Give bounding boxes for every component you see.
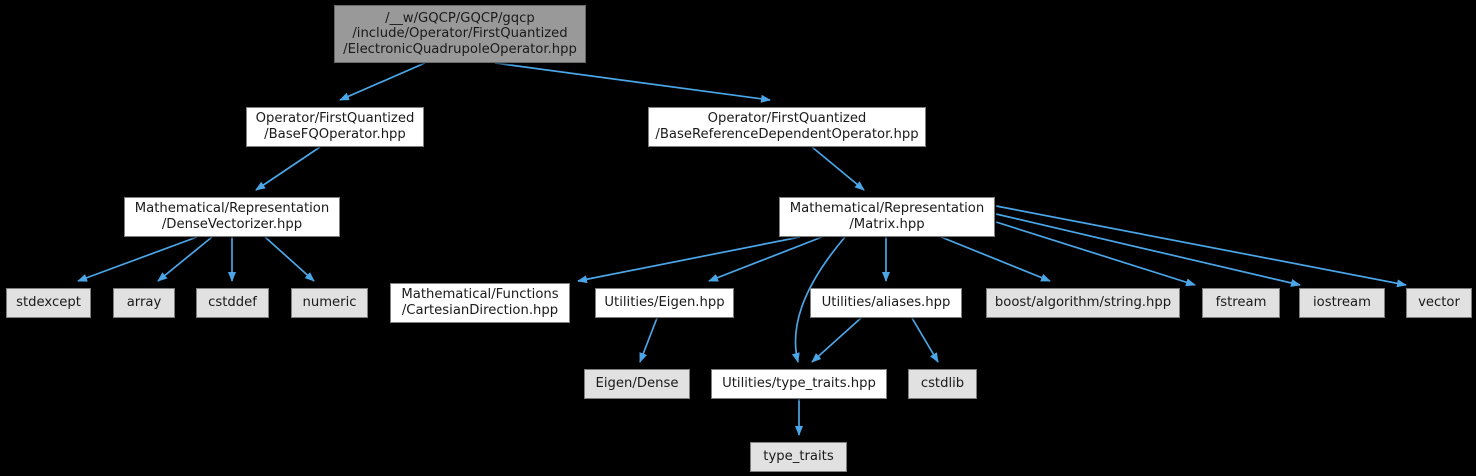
- graph-edge: [911, 317, 939, 363]
- node-stdexcept[interactable]: stdexcept: [6, 288, 91, 318]
- node-matrix[interactable]: Mathematical/Representation /Matrix.hpp: [779, 197, 995, 237]
- node-label: Utilities/Eigen.hpp: [604, 295, 725, 311]
- node-basefqoperator[interactable]: Operator/FirstQuantized /BaseFQOperator.…: [246, 107, 424, 147]
- node-label: array: [126, 295, 162, 311]
- graph-edge: [157, 236, 213, 282]
- node-cstdlib[interactable]: cstdlib: [908, 369, 977, 399]
- node-label: cstdlib: [920, 376, 965, 392]
- node-label: cstddef: [208, 295, 257, 311]
- node-label: Mathematical/Representation /DenseVector…: [134, 201, 330, 232]
- node-label: fstream: [1215, 295, 1267, 311]
- node-label: boost/algorithm/string.hpp: [994, 295, 1172, 311]
- graph-edge: [77, 236, 198, 282]
- node-label: Operator/FirstQuantized /BaseFQOperator.…: [255, 111, 415, 142]
- node-basereferencedependentoperator[interactable]: Operator/FirstQuantized /BaseReferenceDe…: [648, 107, 926, 147]
- node-label: /__w/GQCP/GQCP/gqcp /include/Operator/Fi…: [343, 10, 577, 57]
- node-label: Utilities/type_traits.hpp: [722, 376, 876, 392]
- node-label: Eigen/Dense: [595, 376, 679, 392]
- node-label: type_traits: [763, 449, 834, 465]
- graph-edge: [577, 236, 801, 284]
- graph-edge: [995, 221, 1196, 287]
- node-label: numeric: [302, 295, 357, 311]
- graph-edge: [940, 236, 1051, 282]
- graph-edge: [811, 146, 865, 191]
- node-utilities-eigen[interactable]: Utilities/Eigen.hpp: [595, 288, 734, 318]
- node-label: Utilities/aliases.hpp: [821, 295, 951, 311]
- graph-edge: [264, 236, 315, 282]
- node-type-traits[interactable]: type_traits: [750, 442, 847, 472]
- graph-edge: [708, 236, 823, 282]
- graph-edge: [811, 317, 862, 363]
- node-utilities-aliases[interactable]: Utilities/aliases.hpp: [810, 288, 962, 318]
- node-label: Mathematical/Representation /Matrix.hpp: [789, 201, 985, 232]
- node-cstddef[interactable]: cstddef: [196, 288, 269, 318]
- node-cartesiandirection[interactable]: Mathematical/Functions /CartesianDirecti…: [390, 283, 570, 323]
- node-label: Operator/FirstQuantized /BaseReferenceDe…: [655, 111, 919, 142]
- node-label: iostream: [1313, 295, 1371, 311]
- node-utilities-type-traits[interactable]: Utilities/type_traits.hpp: [711, 369, 887, 399]
- graph-edge: [339, 62, 426, 101]
- node-label: Mathematical/Functions /CartesianDirecti…: [401, 287, 559, 318]
- node-densevectorizer[interactable]: Mathematical/Representation /DenseVector…: [124, 197, 340, 237]
- node-vector[interactable]: vector: [1406, 288, 1472, 318]
- node-label: vector: [1418, 295, 1460, 311]
- node-root-electronicquadrupoleoperator[interactable]: /__w/GQCP/GQCP/gqcp /include/Operator/Fi…: [334, 5, 586, 63]
- node-boost-algorithm-string[interactable]: boost/algorithm/string.hpp: [986, 288, 1180, 318]
- node-iostream[interactable]: iostream: [1299, 288, 1385, 318]
- graph-edge: [791, 236, 846, 363]
- graph-edge: [995, 205, 1407, 288]
- graph-edge: [494, 62, 771, 103]
- graph-edge: [995, 213, 1301, 287]
- node-eigen-dense[interactable]: Eigen/Dense: [584, 369, 690, 399]
- graph-edge: [255, 146, 321, 191]
- node-numeric[interactable]: numeric: [291, 288, 368, 318]
- node-fstream[interactable]: fstream: [1202, 288, 1280, 318]
- graph-edge: [639, 317, 658, 363]
- node-label: stdexcept: [16, 295, 81, 311]
- node-array[interactable]: array: [113, 288, 175, 318]
